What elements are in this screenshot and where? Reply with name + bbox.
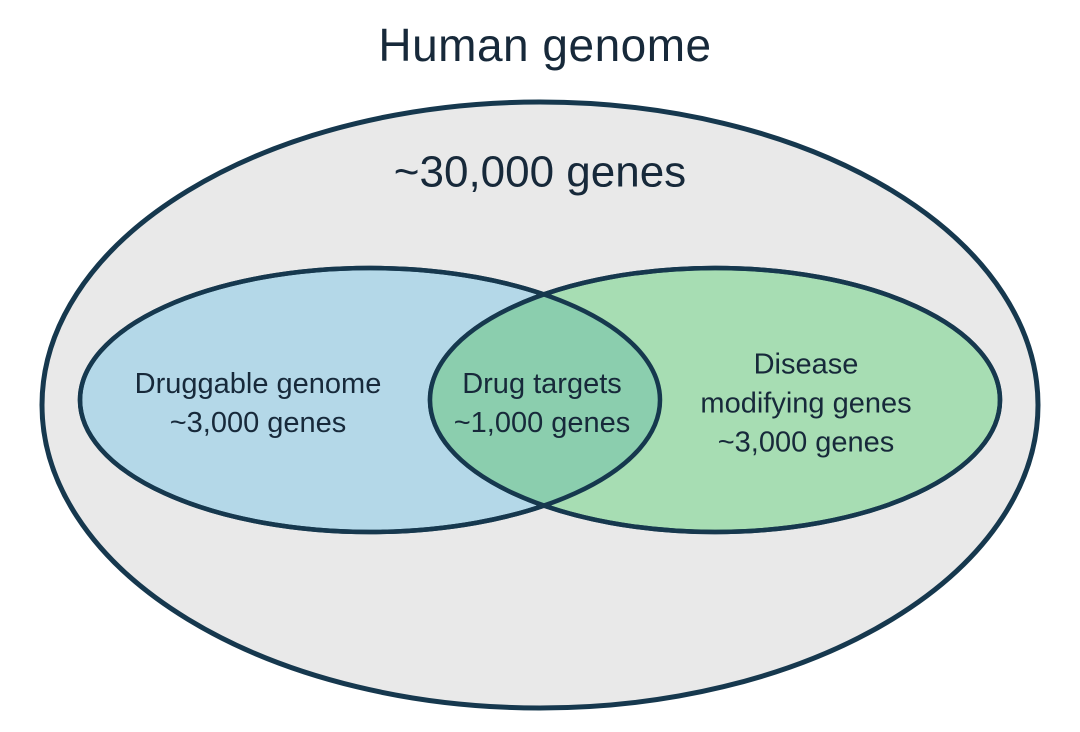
druggable-set-name: Druggable genome: [134, 367, 382, 400]
druggable-set-count: ~3,000 genes: [169, 407, 347, 439]
overlap-region: [430, 268, 660, 532]
disease-set-count: ~3,000 genes: [717, 426, 895, 459]
druggable-set-label: Druggable genome ~3,000 genes: [135, 365, 382, 443]
disease-set-name-line2: modifying genes: [700, 387, 912, 420]
druggable-ellipse-outline: [77, 265, 663, 535]
drug-targets-label: Drug targets ~1,000 genes: [454, 365, 631, 443]
drug-targets-name: Drug targets: [462, 367, 622, 400]
disease-set-label: Disease modifying genes ~3,000 genes: [700, 345, 911, 462]
drug-targets-count: ~1,000 genes: [453, 407, 631, 439]
diagram-title: Human genome: [378, 18, 712, 71]
outer-set-label: ~30,000 genes: [393, 147, 687, 197]
disease-set-name-line1: Disease: [753, 348, 859, 381]
disease-ellipse-outline: [427, 265, 1003, 535]
